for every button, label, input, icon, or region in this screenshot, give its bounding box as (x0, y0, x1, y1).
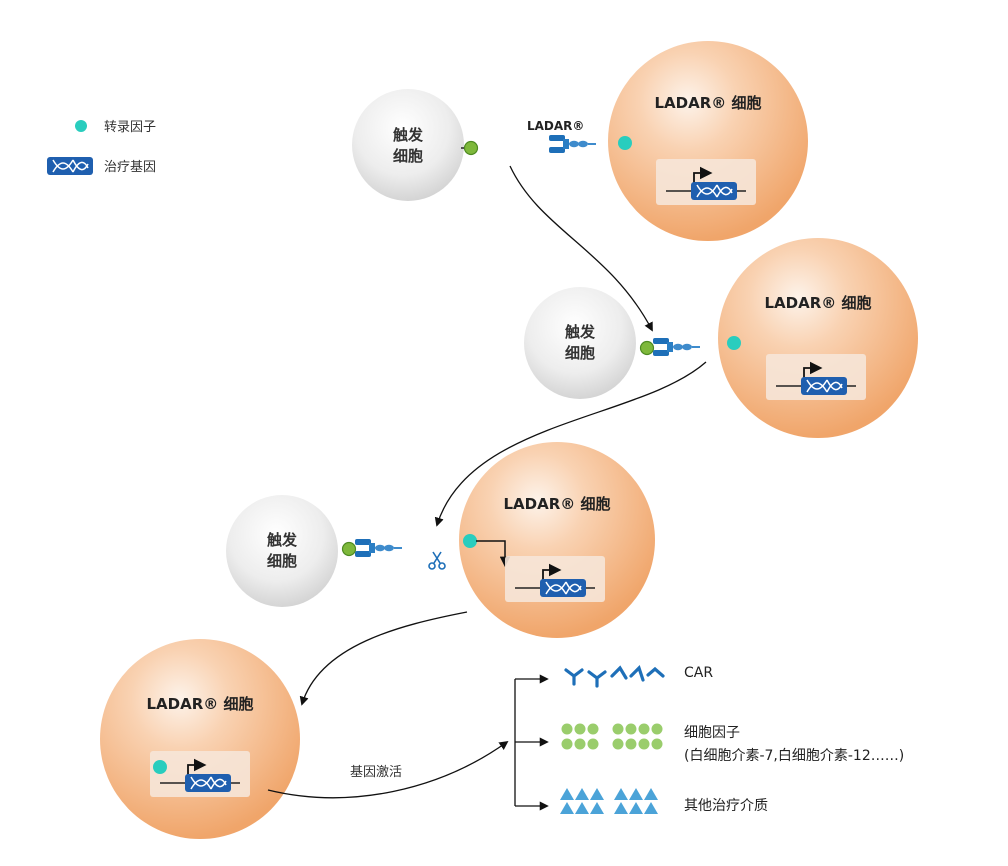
transcription-factor-icon (463, 534, 477, 548)
stage-1: 触发 细胞 LADAR® 细胞 LADAR® (352, 41, 808, 241)
output-cytokine: 细胞因子 (白细胞介素-7,白细胞介素-12……) (561, 723, 904, 764)
ladar-cell-3 (459, 442, 655, 638)
ladar-cell-1-label: LADAR® 细胞 (655, 94, 762, 112)
output-cytokine-line1: 细胞因子 (684, 725, 740, 741)
output-other-label: 其他治疗介质 (684, 798, 768, 814)
ladar-cell-1 (608, 41, 808, 241)
trigger-cell-3 (226, 495, 338, 607)
triangle-icons (560, 788, 658, 814)
output-cytokine-line2: (白细胞介素-7,白细胞介素-12……) (684, 748, 904, 764)
output-car: CAR (564, 665, 713, 688)
gene-activation-label: 基因激活 (350, 765, 402, 780)
legend: 转录因子 治疗基因 (46, 120, 156, 176)
gene-cassette-4 (150, 751, 250, 797)
trigger-cell-1-line2: 细胞 (393, 147, 423, 165)
flow-arrows: 基因激活 (267, 165, 707, 811)
ladar-cell-4 (100, 639, 300, 839)
ladar-cell-2-label: LADAR® 细胞 (765, 294, 872, 312)
output-car-label: CAR (684, 665, 713, 681)
legend-therapeutic-gene: 治疗基因 (104, 160, 156, 175)
transcription-factor-icon (618, 136, 632, 150)
gene-legend-icon (46, 156, 94, 176)
trigger-cell-2-line1: 触发 (565, 323, 596, 341)
trigger-cell-3-line2: 细胞 (267, 552, 297, 570)
ligand-icon (463, 140, 479, 156)
ladar-receptor-icon (548, 134, 597, 154)
scissors-icon (428, 551, 446, 570)
trigger-cell-1 (352, 89, 464, 201)
cytokine-icons (561, 723, 663, 750)
transcription-factor-legend-icon (75, 120, 87, 132)
ladar-cell-3-label: LADAR® 细胞 (504, 495, 611, 513)
ladar-cell-4-label: LADAR® 细胞 (147, 695, 254, 713)
trigger-cell-1-line1: 触发 (393, 126, 424, 144)
stage-4: LADAR® 细胞 (100, 639, 300, 839)
transcription-factor-icon (153, 760, 167, 774)
ligand-icon (341, 541, 357, 557)
output-other: 其他治疗介质 (560, 788, 768, 814)
stage-3: 触发 细胞 LADAR® 细胞 (226, 442, 655, 638)
receptor-label: LADAR® (527, 119, 584, 133)
legend-transcription-factor: 转录因子 (104, 120, 156, 135)
car-icons (564, 665, 665, 688)
stage-2: 触发 细胞 LADAR® 细胞 (524, 238, 918, 438)
gene-cassette-2 (766, 354, 866, 400)
ligand-icon (639, 340, 655, 356)
ladar-receptor-icon (354, 538, 403, 558)
gene-cassette-1 (656, 159, 756, 205)
trigger-cell-2 (524, 287, 636, 399)
gene-cassette-3 (505, 556, 605, 602)
trigger-cell-2-line2: 细胞 (565, 344, 595, 362)
ladar-cell-2 (718, 238, 918, 438)
transcription-factor-icon (727, 336, 741, 350)
trigger-cell-3-line1: 触发 (267, 531, 298, 549)
ladar-receptor-icon (652, 337, 701, 357)
